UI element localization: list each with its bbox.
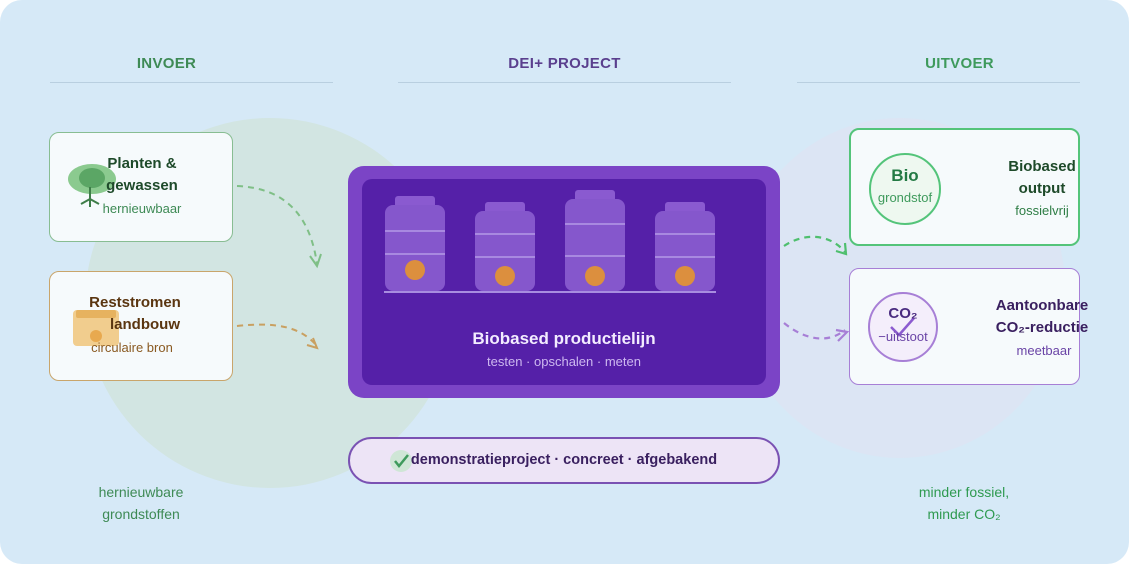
input-card-plants-subtitle: hernieuwbaar — [102, 201, 182, 216]
input-card-plants: Planten & gewassen hernieuwbaar — [49, 132, 233, 242]
production-line-title: Biobased productielijn — [472, 329, 656, 348]
output-card-co2-subtitle: meetbaar — [1016, 343, 1072, 358]
production-line-panel: Biobased productielijn testen · opschale… — [348, 166, 780, 398]
footer-output-line-2: minder CO₂ — [927, 506, 1001, 522]
column-divider-input — [50, 82, 333, 83]
crate-icon — [73, 310, 119, 346]
input-card-residues-subtitle: circulaire bron — [91, 340, 173, 355]
output-card-biobased-title-2: output — [1018, 180, 1066, 197]
co2-check-icon — [890, 317, 915, 337]
input-card-plants-title-1: Planten & — [107, 155, 177, 172]
output-card-biobased: Bio grondstof Biobased output fossielvri… — [849, 128, 1080, 246]
bio-resource-circle — [869, 153, 941, 225]
co2-icon-label: CO₂ — [888, 305, 918, 322]
demonstration-badge: demonstratieproject · concreet · afgebak… — [348, 437, 780, 484]
column-header-input: INVOER — [136, 55, 197, 72]
output-card-co2-title-1: Aantoonbare — [995, 297, 1089, 314]
input-card-residues-title-1: Reststromen — [89, 294, 181, 311]
tank-icon — [384, 190, 716, 293]
plant-icon — [68, 164, 116, 207]
input-card-residues: Reststromen landbouw circulaire bron — [49, 271, 233, 381]
column-header-project: DEI+ PROJECT — [508, 55, 621, 72]
input-card-plants-title-2: gewassen — [106, 177, 178, 194]
demonstration-badge-text: demonstratieproject · concreet · afgebak… — [410, 452, 718, 468]
column-divider-project — [398, 82, 731, 83]
co2-circle — [868, 292, 938, 362]
footer-input-line-2: grondstoffen — [102, 506, 180, 522]
bio-icon-sublabel: grondstof — [877, 190, 933, 205]
column-header-output: UITVOER — [925, 55, 994, 72]
co2-icon-sublabel: −uitstoot — [878, 329, 928, 344]
output-card-biobased-title-1: Biobased — [1008, 158, 1076, 175]
production-line-inner: Biobased productielijn testen · opschale… — [362, 179, 766, 385]
output-card-biobased-subtitle: fossielvrij — [1015, 203, 1069, 218]
output-card-co2-title-2: CO₂-reductie — [995, 319, 1089, 336]
footer-output-line-1: minder fossiel, — [918, 484, 1010, 500]
column-divider-output — [797, 82, 1080, 83]
production-line-subtitle: testen · opschalen · meten — [487, 354, 641, 369]
bio-icon-label: Bio — [891, 166, 919, 185]
checkmark-icon — [390, 450, 412, 472]
footer-input-line-1: hernieuwbare — [98, 484, 184, 500]
output-card-co2: CO₂ −uitstoot Aantoonbare CO₂-reductie m… — [849, 268, 1088, 385]
input-card-residues-title-2: landbouw — [110, 316, 180, 333]
